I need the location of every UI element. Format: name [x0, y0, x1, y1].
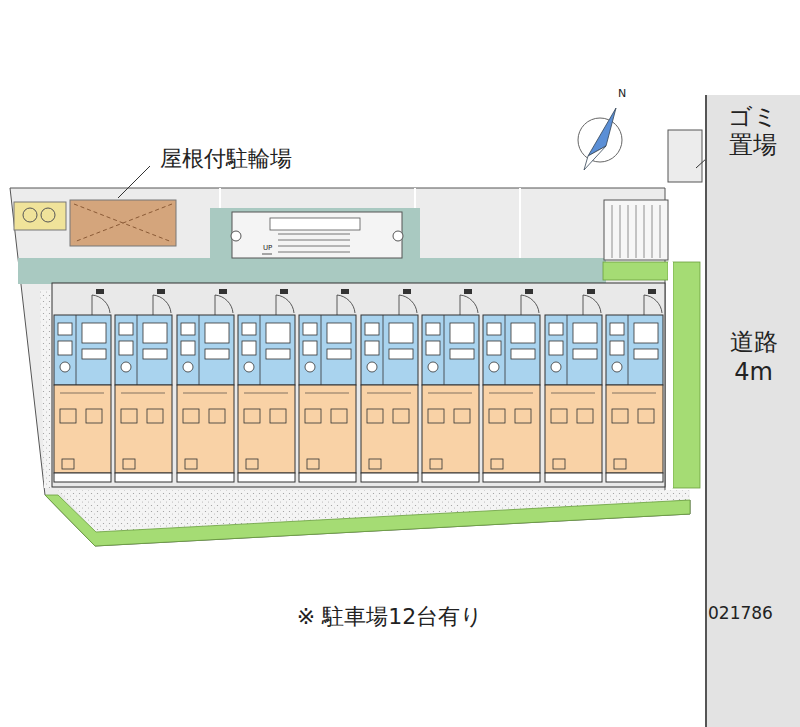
road-label: 道路 4m — [726, 327, 782, 387]
north-mark: N — [618, 88, 626, 101]
stair-up-mark: UP — [263, 244, 272, 252]
parking-caption: ※ 駐車場12台有り — [297, 604, 483, 629]
bike-parking-label: 屋根付駐輪場 — [160, 146, 292, 171]
road-band: 道路 4m — [705, 95, 800, 727]
garbage-area-label: ゴミ 置場 — [726, 104, 780, 159]
property-code: 021786 — [708, 604, 773, 624]
